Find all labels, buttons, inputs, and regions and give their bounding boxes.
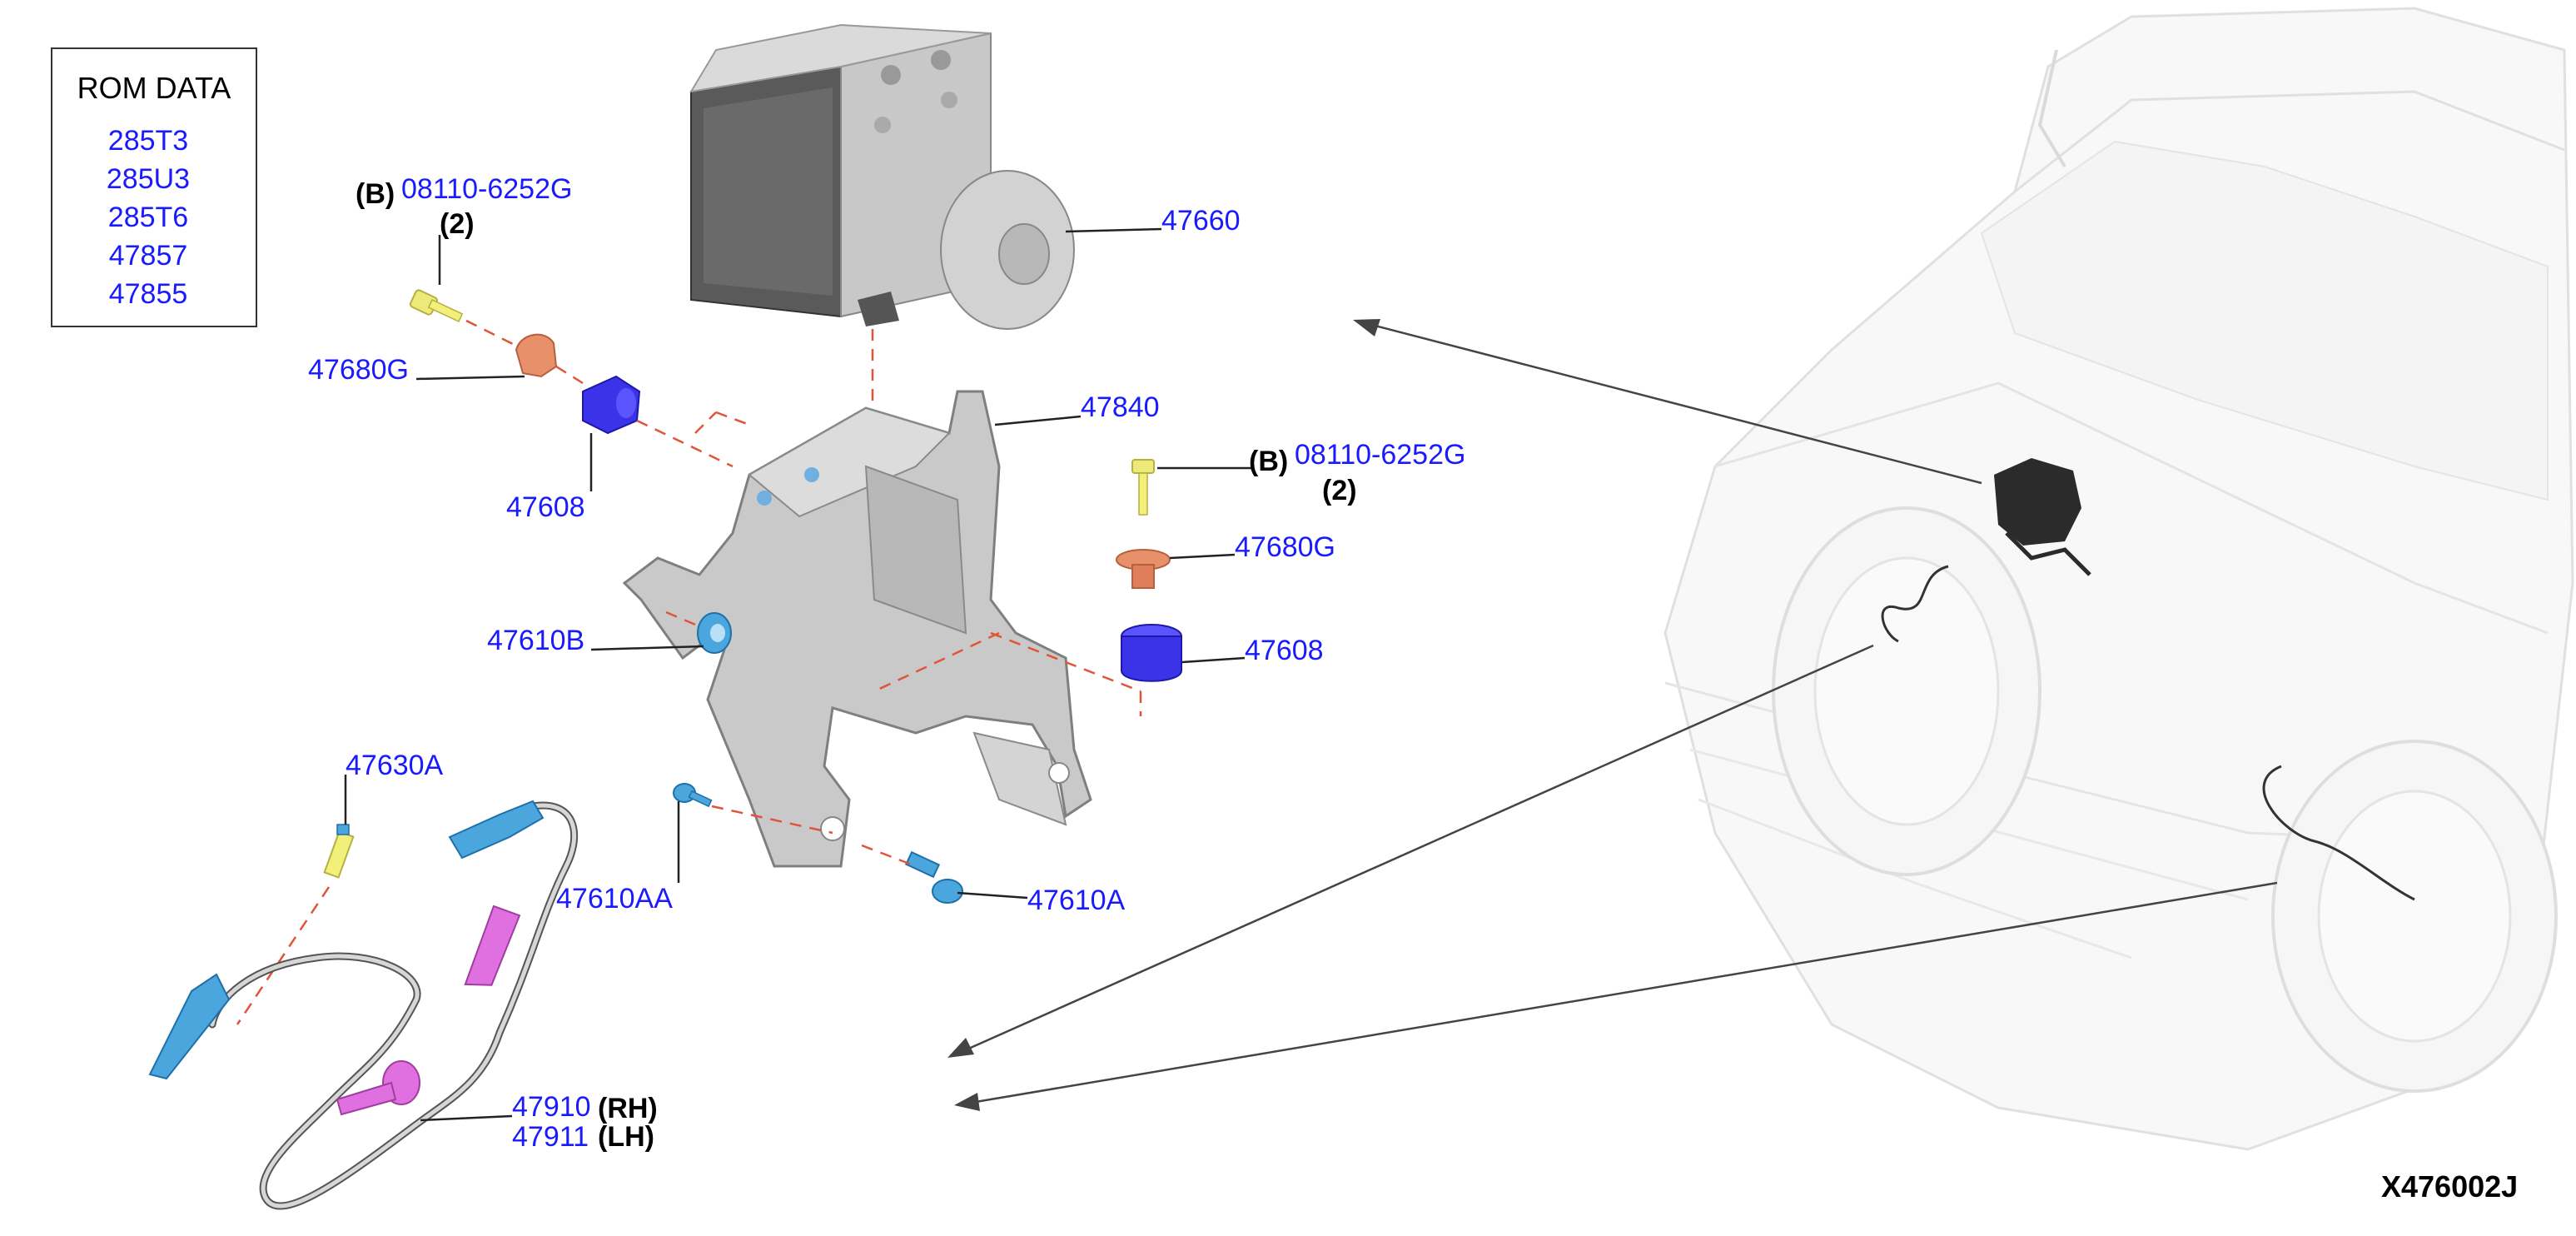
- bolt-47610aa-part-number[interactable]: 47610AA: [556, 883, 673, 915]
- bolt-right[interactable]: [1131, 459, 1155, 516]
- bolt-right-part-number[interactable]: 08110-6252G: [1295, 439, 1465, 471]
- bushing-left-part-number[interactable]: 47680G: [308, 354, 409, 386]
- bushing-right-part-number[interactable]: 47680G: [1235, 531, 1335, 563]
- sensor-wire-front-left: [1881, 565, 1949, 643]
- bolt-47610aa[interactable]: [673, 783, 713, 808]
- bolt-left-quantity: (2): [440, 208, 475, 240]
- nut-47610b-part-number[interactable]: 47610B: [487, 625, 584, 656]
- bolt-left[interactable]: [409, 289, 464, 322]
- sensor-wire-front-right: [2262, 765, 2415, 901]
- bushing-right[interactable]: [1116, 549, 1171, 589]
- nut-47610b[interactable]: [697, 612, 732, 654]
- rom-data-box: ROM DATA 285T3 285U3 285T6 47857 47855: [51, 47, 257, 327]
- abs-bracket[interactable]: [622, 390, 1092, 868]
- grommet-right[interactable]: [1121, 624, 1182, 682]
- sensor-bolt-47630a[interactable]: [323, 824, 355, 879]
- sensor-bolt-part-number[interactable]: 47630A: [346, 750, 444, 781]
- sensor-lh-side: (LH): [598, 1121, 654, 1153]
- rom-data-item[interactable]: 47855: [109, 278, 188, 310]
- rom-data-item[interactable]: 285T3: [108, 125, 188, 157]
- rom-data-item[interactable]: 285U3: [107, 163, 190, 195]
- grommet-left-part-number[interactable]: 47608: [506, 491, 585, 523]
- diagram-code: X476002J: [2381, 1169, 2518, 1204]
- sensor-rh-side: (RH): [598, 1093, 658, 1124]
- bolt-right-qualifier: (B): [1249, 446, 1288, 477]
- bracket-part-number[interactable]: 47840: [1081, 391, 1160, 423]
- abs-unit-part-number[interactable]: 47660: [1161, 205, 1241, 237]
- grommet-right-part-number[interactable]: 47608: [1245, 635, 1324, 666]
- bushing-left[interactable]: [515, 333, 558, 378]
- vehicle-outline: [1663, 7, 2574, 1151]
- sensor-lh-part-number[interactable]: 47911: [512, 1121, 589, 1153]
- bolt-left-qualifier: (B): [356, 178, 395, 210]
- wheel-speed-sensor[interactable]: [148, 800, 579, 1210]
- rom-data-title: ROM DATA: [77, 71, 231, 105]
- pointer-arrows: [947, 319, 2278, 1111]
- bolt-left-part-number[interactable]: 08110-6252G: [401, 173, 572, 205]
- bolt-47610a-part-number[interactable]: 47610A: [1027, 885, 1126, 916]
- grommet-left[interactable]: [582, 375, 641, 435]
- abs-actuator-unit[interactable]: [689, 23, 1075, 330]
- rom-data-frame: [51, 47, 257, 327]
- rom-data-item[interactable]: 285T6: [108, 202, 188, 233]
- abs-location-icon: [1994, 458, 2091, 576]
- rom-data-item[interactable]: 47857: [109, 240, 188, 272]
- bolt-47610a[interactable]: [904, 850, 963, 904]
- sensor-rh-part-number[interactable]: 47910: [512, 1091, 591, 1123]
- bolt-right-quantity: (2): [1322, 475, 1357, 506]
